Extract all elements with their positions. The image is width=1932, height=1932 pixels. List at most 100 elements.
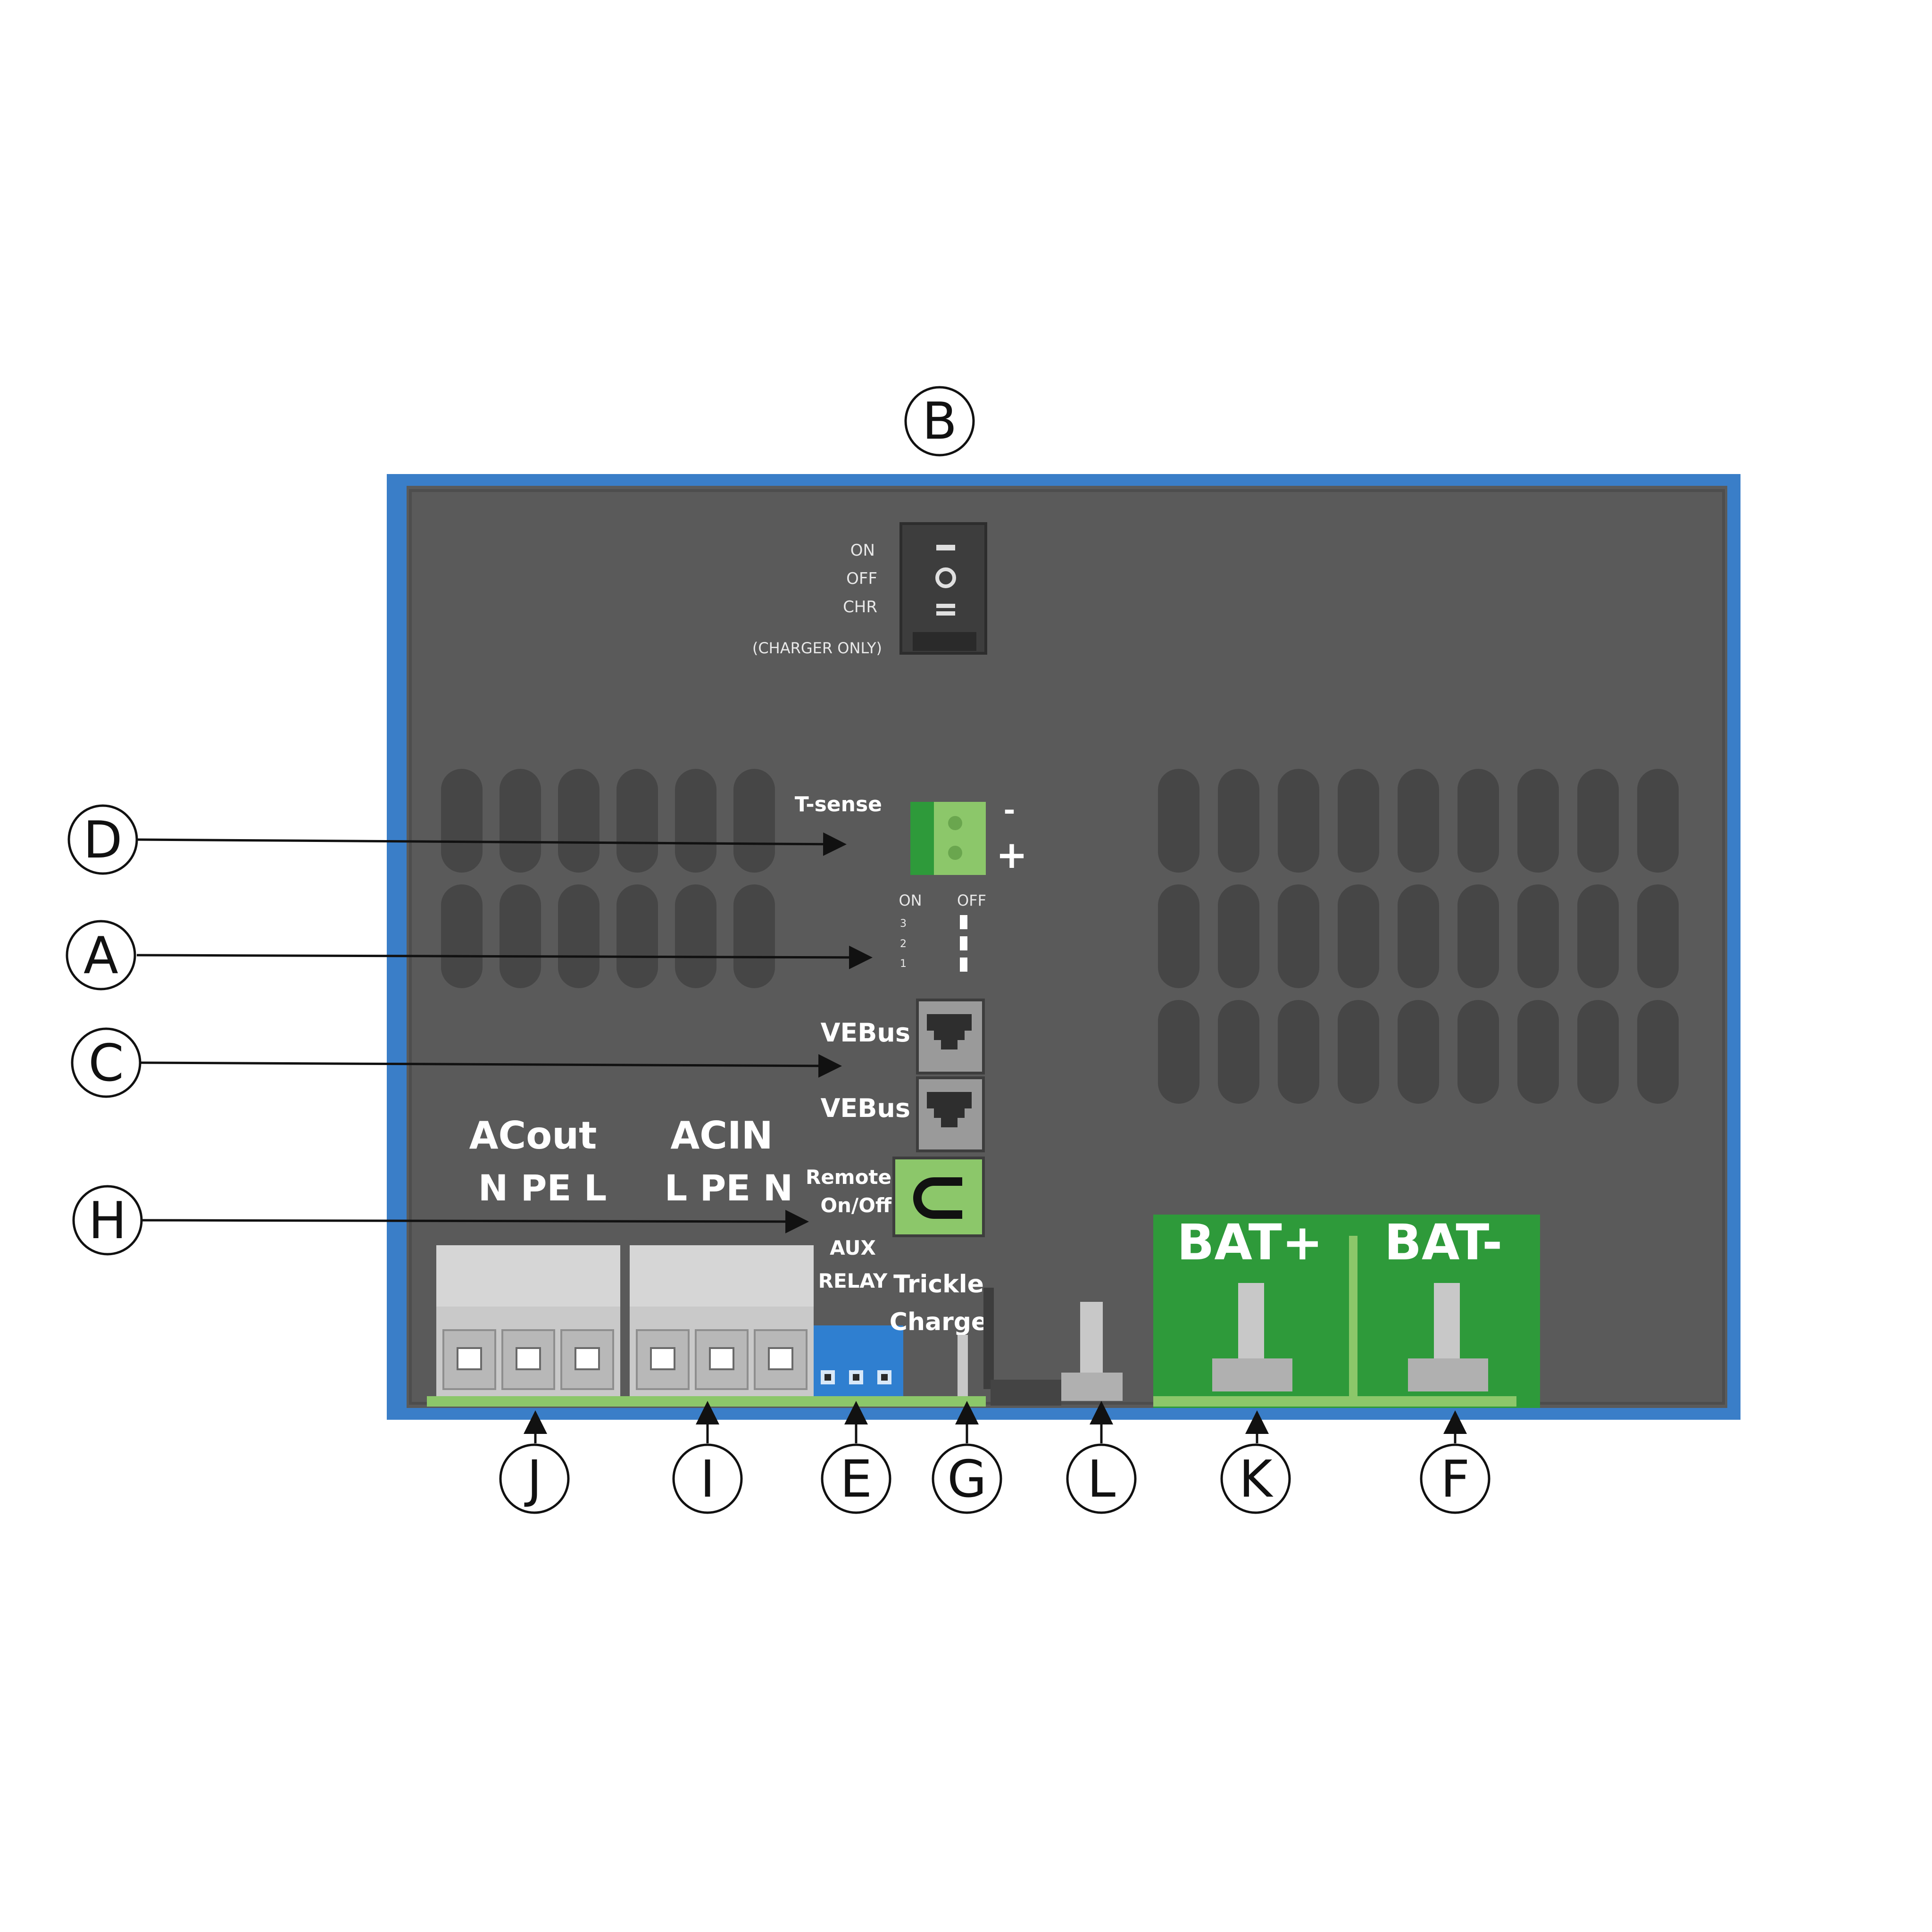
vebus-label-2: VEBus — [821, 1093, 910, 1123]
switch-label-off: OFF — [846, 569, 877, 588]
panel-inner-edge — [409, 489, 1725, 1405]
remote-label-line2: On/Off — [820, 1194, 892, 1217]
callout-b: B — [904, 386, 975, 457]
callout-d: D — [67, 804, 138, 875]
tsense-plus: + — [996, 833, 1027, 877]
vent-slot — [1338, 1000, 1379, 1104]
tsense-terminal[interactable] — [910, 802, 986, 875]
mains-switch[interactable] — [899, 522, 987, 655]
vebus-label-1: VEBus — [821, 1018, 910, 1048]
remote-label-line1: Remote — [806, 1166, 891, 1189]
dip-position-1: 1 — [900, 958, 907, 970]
trickle-charge-terminal[interactable] — [958, 1288, 994, 1406]
bat-plus-label: BAT+ — [1177, 1214, 1323, 1271]
vent-slot — [1637, 1000, 1679, 1104]
acin-pins: L PE N — [665, 1167, 793, 1209]
vent-slot — [1278, 1000, 1319, 1104]
vent-slot — [1398, 1000, 1439, 1104]
acin-title: ACIN — [670, 1114, 773, 1158]
terminal-screw — [768, 1347, 793, 1370]
vent-slot — [675, 769, 716, 873]
callout-k: K — [1220, 1443, 1291, 1514]
charger-bars-icon — [936, 604, 955, 616]
vent-slot — [1637, 884, 1679, 988]
ground-stud[interactable] — [991, 1302, 1123, 1406]
terminal-screw — [457, 1347, 482, 1370]
vent-slot — [1457, 769, 1499, 873]
dip-on-label: ON — [899, 891, 922, 909]
acin-terminal-block[interactable] — [630, 1245, 814, 1401]
svg-text:L: L — [1087, 1450, 1116, 1509]
right-vent-grid — [1158, 769, 1679, 1104]
bat-plus-bolt[interactable] — [1212, 1283, 1292, 1391]
vent-slot — [1218, 1000, 1259, 1104]
switch-charger-only-note: (CHARGER ONLY) — [752, 639, 882, 657]
dip-position-3: 3 — [900, 918, 907, 930]
vent-slot — [1577, 884, 1619, 988]
acout-pins: N PE L — [478, 1167, 607, 1209]
terminal-screw — [709, 1347, 734, 1370]
terminal-screw — [650, 1347, 675, 1370]
aux-label-line2: RELAY — [818, 1269, 888, 1292]
vent-slot — [1338, 769, 1379, 873]
vent-slot — [1577, 769, 1619, 873]
vent-slot — [616, 769, 658, 873]
terminal-screw-slot — [442, 1329, 496, 1390]
vent-slot — [1517, 769, 1559, 873]
tsense-minus: - — [1004, 794, 1016, 827]
callout-i: I — [672, 1443, 743, 1514]
on-bar-icon — [936, 545, 955, 550]
vent-slot — [558, 884, 600, 988]
leader-lines — [136, 832, 1467, 1443]
vent-slot — [1398, 884, 1439, 988]
vent-slot — [733, 769, 775, 873]
aux-relay-terminal[interactable] — [811, 1325, 903, 1399]
svg-text:E: E — [840, 1450, 872, 1509]
vent-slot — [1457, 884, 1499, 988]
aux-label-line1: AUX — [830, 1236, 876, 1259]
vent-slot — [1398, 769, 1439, 873]
svg-text:A: A — [83, 926, 118, 985]
dip-off-label: OFF — [957, 891, 986, 909]
vent-slot — [441, 769, 483, 873]
vent-slot — [733, 884, 775, 988]
tsense-label: T-sense — [795, 792, 882, 816]
vent-slot — [1158, 769, 1199, 873]
vebus-port-1[interactable] — [916, 999, 985, 1074]
svg-text:C: C — [88, 1034, 124, 1093]
bat-minus-bolt[interactable] — [1408, 1283, 1488, 1391]
vent-slot — [441, 884, 483, 988]
vent-slot — [558, 769, 600, 873]
dip-switch-bank[interactable] — [960, 915, 967, 972]
callout-f: F — [1420, 1443, 1491, 1514]
left-vent-grid — [441, 769, 775, 988]
off-circle-icon — [935, 567, 956, 588]
bat-minus-label: BAT- — [1384, 1214, 1503, 1271]
vent-slot — [1457, 1000, 1499, 1104]
vent-slot — [1158, 1000, 1199, 1104]
terminal-screw — [575, 1347, 600, 1370]
trickle-label-line2: Charge — [890, 1308, 988, 1336]
callout-a: A — [66, 920, 136, 991]
svg-text:G: G — [947, 1450, 987, 1509]
svg-text:F: F — [1441, 1450, 1470, 1509]
callout-h: H — [72, 1185, 143, 1256]
svg-text:B: B — [922, 392, 957, 451]
vent-slot — [616, 884, 658, 988]
vent-slot — [1338, 884, 1379, 988]
switch-label-on: ON — [850, 541, 875, 560]
svg-text:D: D — [83, 811, 122, 870]
acout-terminal-block[interactable] — [436, 1245, 620, 1401]
callout-j: J — [499, 1443, 570, 1514]
trickle-label-line1: Trickle — [893, 1270, 984, 1299]
acout-title: ACout — [469, 1114, 597, 1158]
svg-text:H: H — [88, 1191, 126, 1250]
vent-slot — [1577, 1000, 1619, 1104]
callout-e: E — [821, 1443, 891, 1514]
terminal-block-top — [630, 1245, 814, 1307]
callout-g: G — [932, 1443, 1002, 1514]
remote-onoff-terminal[interactable] — [892, 1157, 985, 1237]
vebus-port-2[interactable] — [916, 1076, 985, 1152]
vent-slot — [1158, 884, 1199, 988]
